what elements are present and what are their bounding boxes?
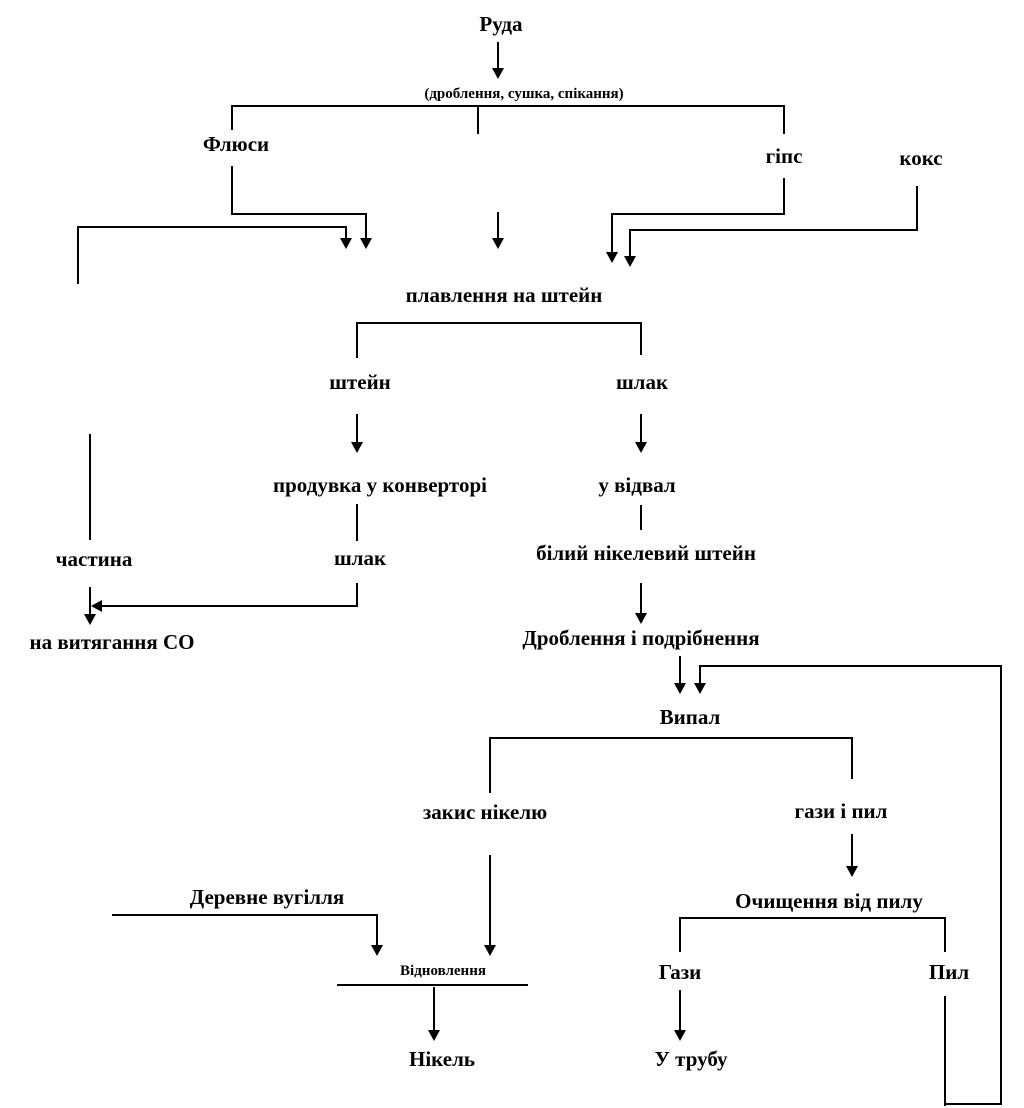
arrowhead	[428, 1030, 440, 1041]
node-dust: Пил	[929, 960, 969, 984]
node-to-dump: у відвал	[598, 473, 676, 497]
node-crushing-grinding: Дроблення і подрібнення	[522, 626, 759, 650]
arrowhead	[674, 1030, 686, 1041]
node-fluxes: Флюси	[203, 132, 269, 156]
node-reduction: Відновлення	[400, 963, 486, 979]
node-white-nickel-matte: білий нікелевий штейн	[536, 541, 756, 565]
connector-smelting-splitter	[356, 322, 642, 358]
arrowhead	[351, 442, 363, 453]
node-coke: кокс	[899, 146, 942, 170]
node-roasting: Випал	[660, 705, 721, 729]
node-nickel-oxide: закис нікелю	[423, 800, 547, 824]
arrowhead	[694, 683, 706, 694]
arrowhead	[624, 256, 636, 267]
node-matte: штейн	[329, 370, 391, 394]
connector-gypsum-smelting	[611, 178, 785, 252]
arrowhead	[674, 683, 686, 694]
connector-slag-co	[102, 583, 358, 607]
node-slag-from-converter: шлак	[334, 546, 387, 570]
node-gases-and-dust: гази і пил	[795, 799, 888, 823]
connector-coke-smelting	[629, 186, 918, 256]
node-nickel: Нікель	[409, 1047, 475, 1071]
arrowhead	[91, 600, 102, 612]
connector-charcoal-reduction	[112, 914, 378, 945]
node-preparation: (дроблення, сушка, спікання)	[424, 86, 623, 102]
connector-dust-recycle	[699, 665, 1002, 1106]
connector-recycle-left	[77, 226, 347, 284]
arrowhead	[635, 442, 647, 453]
node-to-chimney: У трубу	[654, 1047, 728, 1071]
arrowhead	[340, 238, 352, 249]
arrowhead	[484, 945, 496, 956]
connector-roasting-splitter	[489, 737, 853, 793]
connector-cleaning-splitter	[679, 917, 946, 952]
node-slag-from-smelting: шлак	[616, 370, 669, 394]
arrowhead	[360, 238, 372, 249]
node-ore: Руда	[479, 12, 523, 36]
node-converter-blowing: продувка у конверторі	[273, 473, 487, 497]
arrowhead	[371, 945, 383, 956]
arrowhead	[492, 238, 504, 249]
arrowhead	[492, 68, 504, 79]
node-co-extraction: на витягання СО	[29, 630, 194, 654]
node-matte-smelting: плавлення на штейн	[406, 283, 603, 307]
node-part: частина	[56, 547, 133, 571]
connector-prep-splitter	[231, 105, 785, 134]
node-dust-cleaning: Очищення від пилу	[735, 889, 923, 913]
arrowhead	[635, 613, 647, 624]
arrowhead	[606, 252, 618, 263]
connector-fluxes-smelting	[231, 166, 367, 238]
node-gypsum: гіпс	[766, 144, 803, 168]
arrowhead	[846, 866, 858, 877]
node-gases: Гази	[659, 960, 702, 984]
node-charcoal: Деревне вугілля	[190, 885, 344, 909]
arrowhead	[84, 614, 96, 625]
